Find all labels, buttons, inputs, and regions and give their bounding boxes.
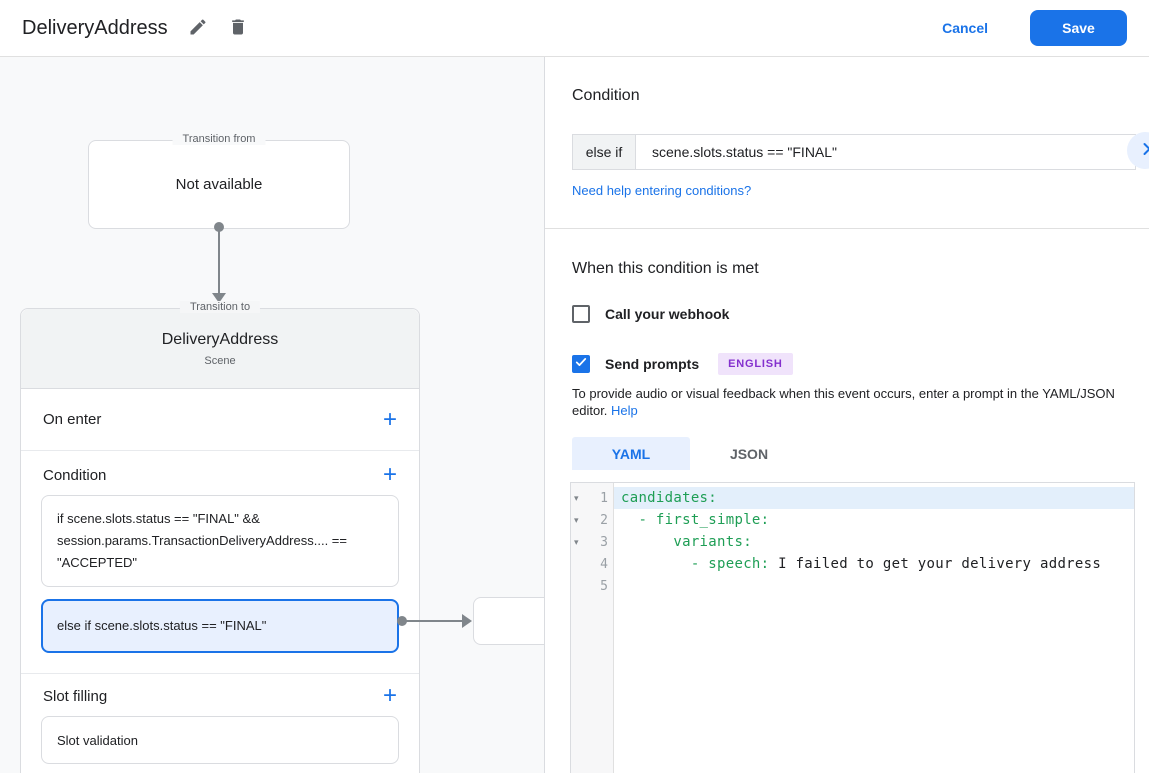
line-number: 1 [600, 490, 608, 506]
line-number: 3 [600, 534, 608, 550]
arrow-down-icon [212, 293, 226, 303]
scene-type-label: Scene [204, 354, 236, 367]
cancel-button[interactable]: Cancel [926, 12, 1004, 44]
on-enter-section: On enter + [21, 389, 419, 451]
add-on-enter-button[interactable]: + [382, 405, 397, 433]
help-link[interactable]: Help [611, 403, 638, 418]
hint-text: To provide audio or visual feedback when… [572, 386, 1115, 418]
pencil-icon [188, 17, 208, 40]
call-webhook-row: Call your webhook [572, 305, 1136, 323]
condition-input-group: else if [572, 134, 1136, 170]
panel-title: Condition [572, 87, 640, 104]
condition-item[interactable]: if scene.slots.status == "FINAL" && sess… [41, 495, 399, 587]
fold-arrow-icon[interactable]: ▾ [574, 514, 579, 525]
language-badge: ENGLISH [718, 353, 793, 375]
add-condition-button[interactable]: + [382, 461, 397, 488]
condition-item-selected[interactable]: else if scene.slots.status == "FINAL" [41, 599, 399, 653]
prompt-hint-text: To provide audio or visual feedback when… [572, 385, 1136, 419]
flow-diagram-canvas: Transition from Not available Transition… [0, 57, 545, 773]
code-line[interactable]: - speech: I failed to get your delivery … [621, 556, 1102, 572]
condition-item-list: if scene.slots.status == "FINAL" && sess… [21, 495, 419, 673]
add-slot-button[interactable]: + [382, 682, 397, 709]
condition-help-link[interactable]: Need help entering conditions? [572, 183, 752, 198]
condition-section: Condition + if scene.slots.status == "FI… [21, 451, 419, 674]
line-number: 2 [600, 512, 608, 528]
send-prompts-checkbox[interactable] [572, 355, 590, 373]
connector-line-vertical [218, 227, 220, 295]
slot-item[interactable]: Slot validation [41, 716, 399, 764]
trash-icon [228, 17, 248, 40]
call-webhook-label: Call your webhook [605, 306, 730, 322]
code-line[interactable] [614, 575, 1134, 597]
save-button[interactable]: Save [1030, 10, 1127, 46]
line-number: 4 [600, 556, 608, 572]
slot-filling-label: Slot filling [43, 687, 108, 705]
transition-from-content: Not available [175, 176, 263, 193]
scene-card: Transition to DeliveryAddress Scene On e… [20, 301, 420, 773]
chevron-right-icon [1137, 139, 1149, 162]
tab-yaml[interactable]: YAML [572, 437, 690, 470]
editor-gutter: ▾ 1 ▾ 2 ▾ 3 4 5 [571, 483, 614, 773]
scene-name: DeliveryAddress [161, 330, 279, 348]
slot-item-list: Slot validationTransactionDeliveryAddres… [21, 716, 419, 773]
edit-title-button[interactable] [186, 16, 210, 40]
transition-target-node[interactable] [473, 597, 544, 645]
delete-scene-button[interactable] [226, 16, 250, 40]
slot-filling-section: Slot filling + Slot validationTransactio… [21, 674, 419, 773]
code-line[interactable]: variants: [621, 534, 752, 550]
condition-prefix-label: else if [573, 135, 636, 169]
code-line[interactable]: - first_simple: [621, 512, 770, 528]
transition-from-node: Transition from Not available [88, 133, 350, 229]
transition-from-legend: Transition from [172, 133, 266, 145]
send-prompts-row: Send prompts ENGLISH [572, 353, 1136, 375]
arrow-right-icon [462, 614, 472, 628]
section-divider [545, 228, 1149, 229]
condition-expression-input[interactable] [636, 135, 1135, 169]
checkmark-icon [574, 355, 588, 374]
editor-code-area[interactable]: candidates: - first_simple: variants: - … [614, 483, 1134, 773]
call-webhook-checkbox[interactable] [572, 305, 590, 323]
send-prompts-label: Send prompts [605, 356, 700, 372]
connector-line-horizontal [402, 620, 464, 622]
code-line[interactable]: candidates: [614, 487, 1134, 509]
yaml-code-editor: ▾ 1 ▾ 2 ▾ 3 4 5 candidates: - first_simple: var… [570, 482, 1135, 773]
transition-to-legend: Transition to [179, 301, 261, 313]
condition-editor-panel: Condition else if Need help entering con… [545, 57, 1149, 773]
fold-arrow-icon[interactable]: ▾ [574, 492, 579, 503]
when-condition-met-title: When this condition is met [572, 260, 759, 277]
line-number: 5 [600, 578, 608, 594]
tab-json[interactable]: JSON [729, 445, 769, 462]
fold-arrow-icon[interactable]: ▾ [574, 536, 579, 547]
page-title: DeliveryAddress [22, 16, 168, 39]
page-header: DeliveryAddress Cancel Save [0, 0, 1149, 57]
condition-section-label: Condition [43, 466, 107, 484]
scene-card-header[interactable]: Transition to DeliveryAddress Scene [21, 301, 419, 389]
editor-tabs: YAML JSON [572, 437, 1136, 470]
on-enter-label: On enter [43, 411, 102, 428]
collapse-panel-button[interactable] [1127, 132, 1149, 169]
